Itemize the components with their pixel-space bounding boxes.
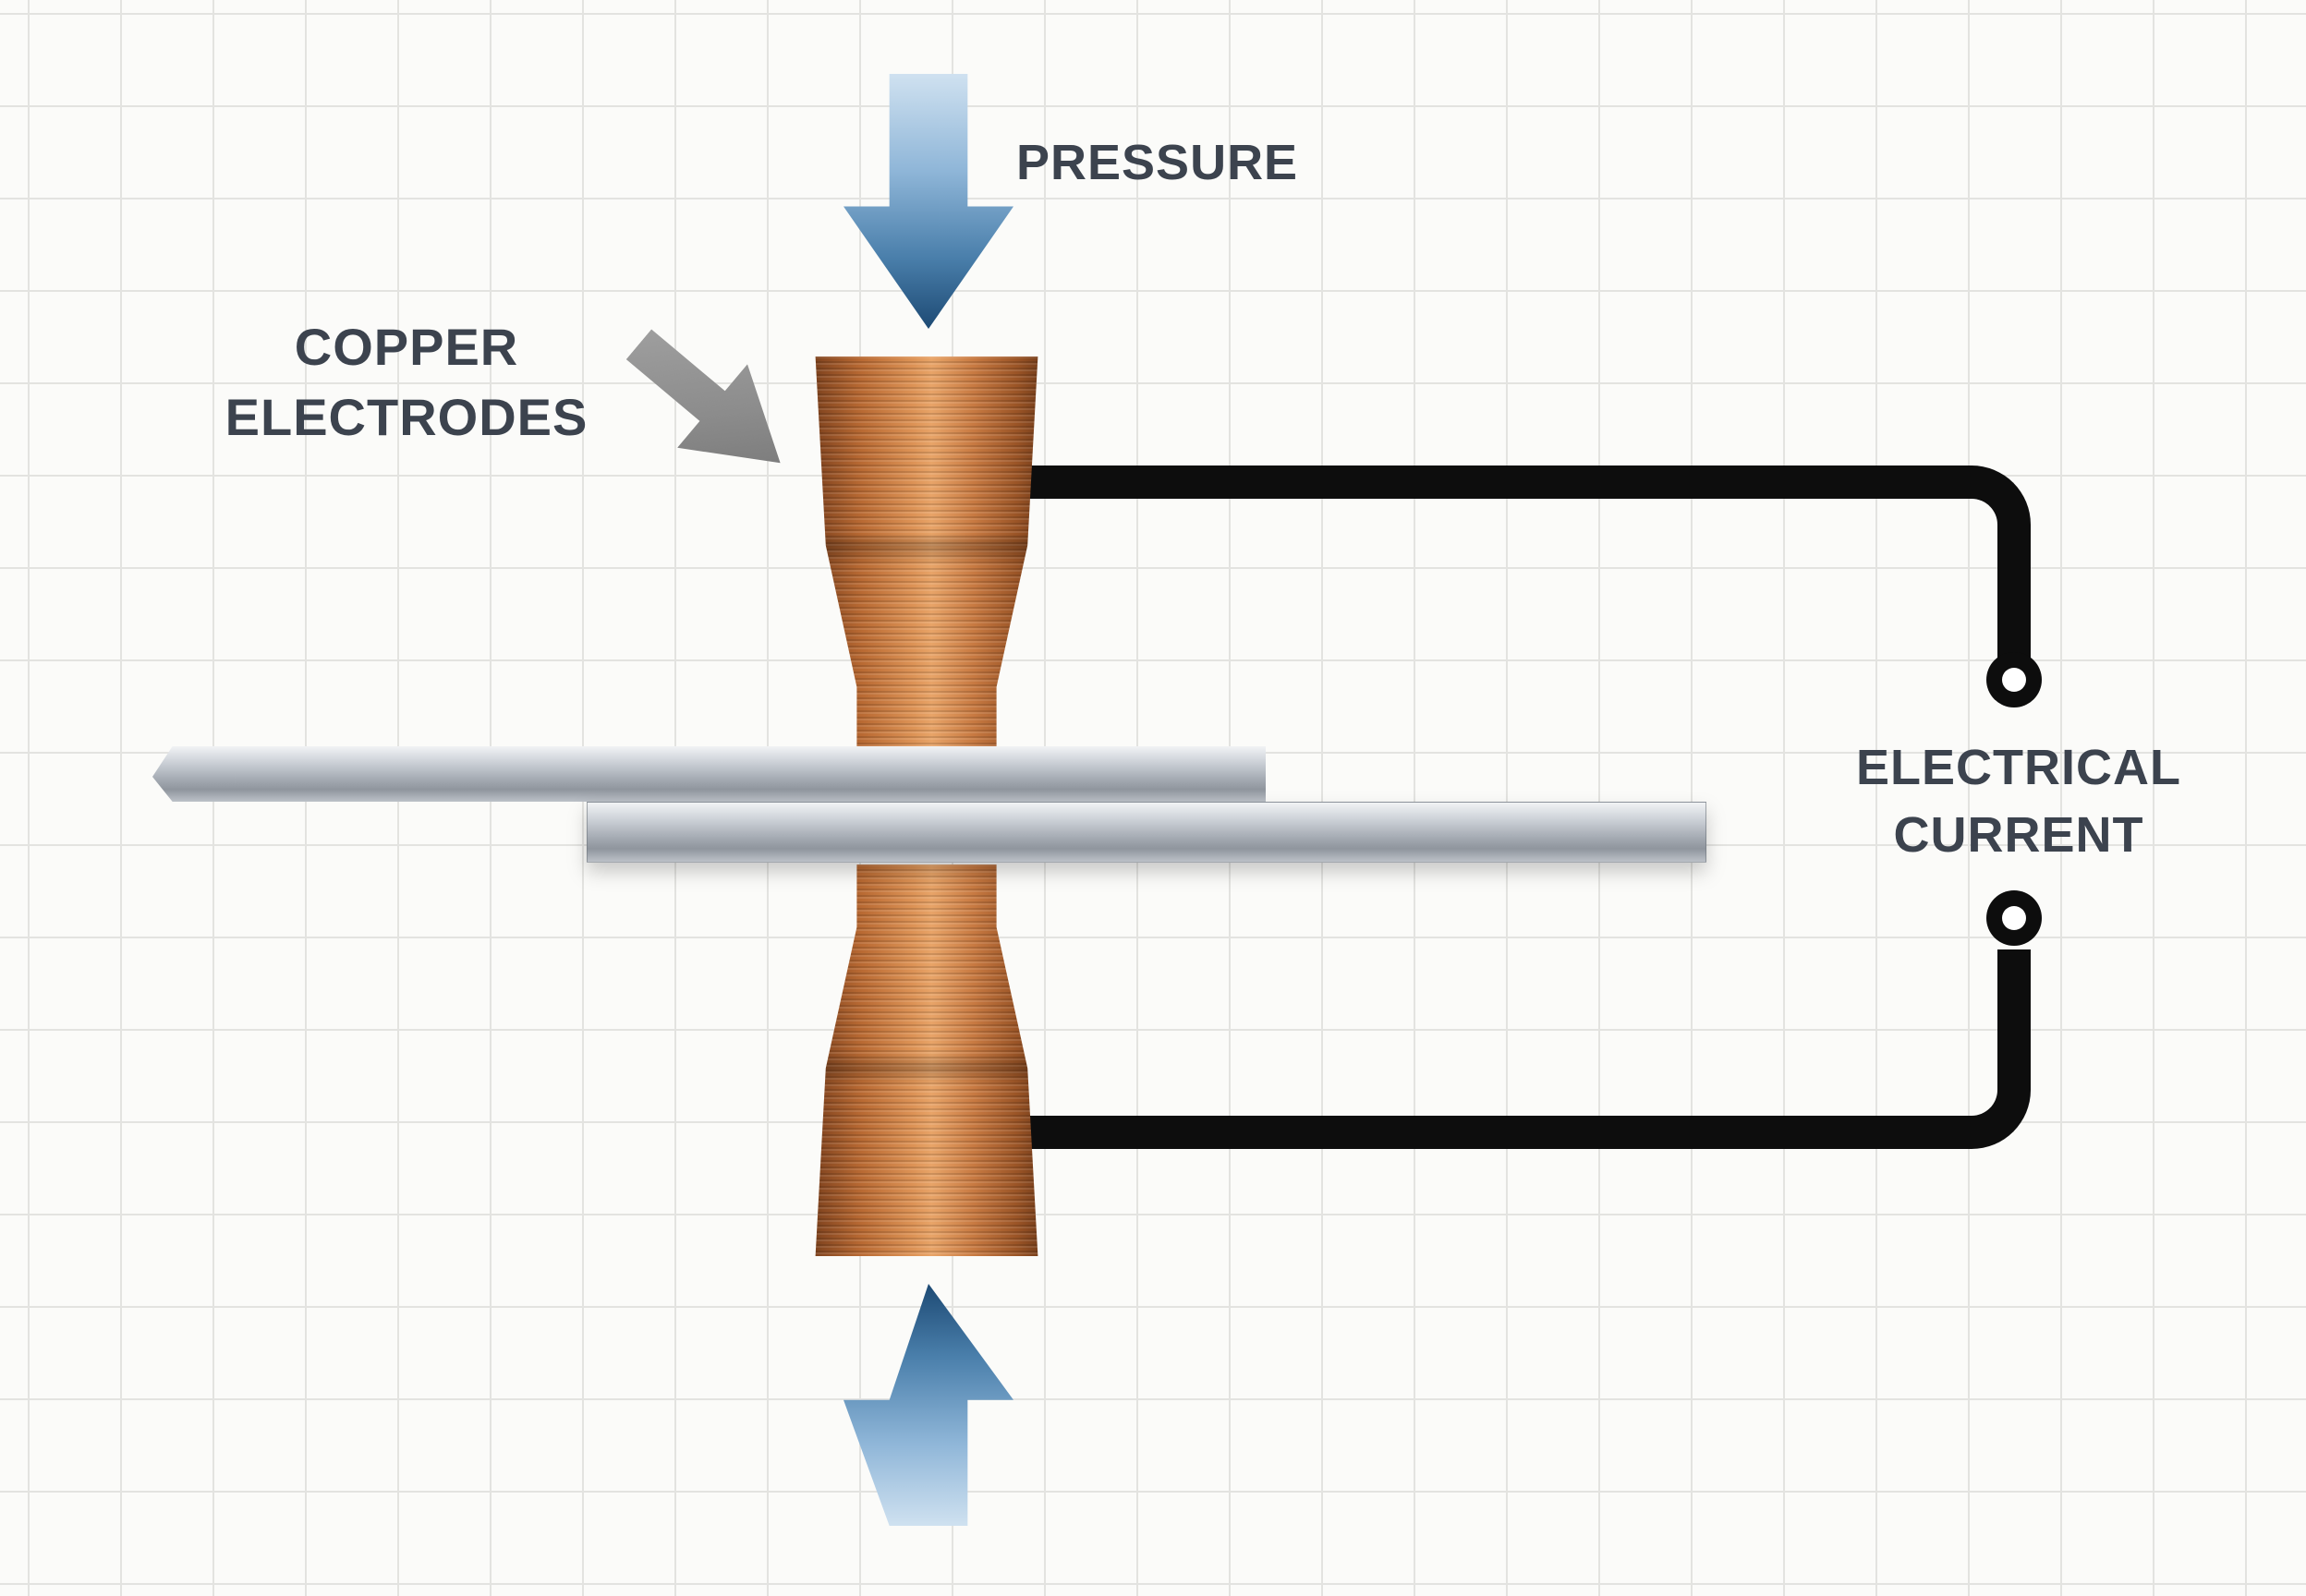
terminal-upper-hole xyxy=(2002,668,2026,692)
electrical-current-label-line2: CURRENT xyxy=(1893,806,2144,863)
pressure-arrow-top-icon xyxy=(844,74,1013,329)
pressure-arrow-bottom-icon xyxy=(844,1284,1013,1526)
copper-electrodes-label: COPPER ELECTRODES xyxy=(129,312,684,452)
electrical-current-label: ELECTRICAL CURRENT xyxy=(1778,734,2259,869)
copper-electrode-upper xyxy=(815,357,1038,750)
electrode-ridge xyxy=(815,357,1038,750)
electrical-current-label-line1: ELECTRICAL xyxy=(1856,740,2181,795)
terminal-lower xyxy=(1986,890,2042,946)
steel-sheet-lower xyxy=(587,802,1706,863)
copper-electrodes-label-line2: ELECTRODES xyxy=(225,387,589,446)
steel-sheet-upper xyxy=(152,746,1266,802)
electrode-ridge xyxy=(815,864,1038,1256)
wire-upper xyxy=(1016,466,2031,658)
copper-electrodes-label-line1: COPPER xyxy=(294,318,519,376)
terminal-lower-hole xyxy=(2002,906,2026,930)
pressure-label: PRESSURE xyxy=(1016,135,1299,190)
copper-electrode-lower xyxy=(815,864,1038,1256)
wire-lower xyxy=(1016,949,2031,1149)
terminal-upper xyxy=(1986,652,2042,707)
